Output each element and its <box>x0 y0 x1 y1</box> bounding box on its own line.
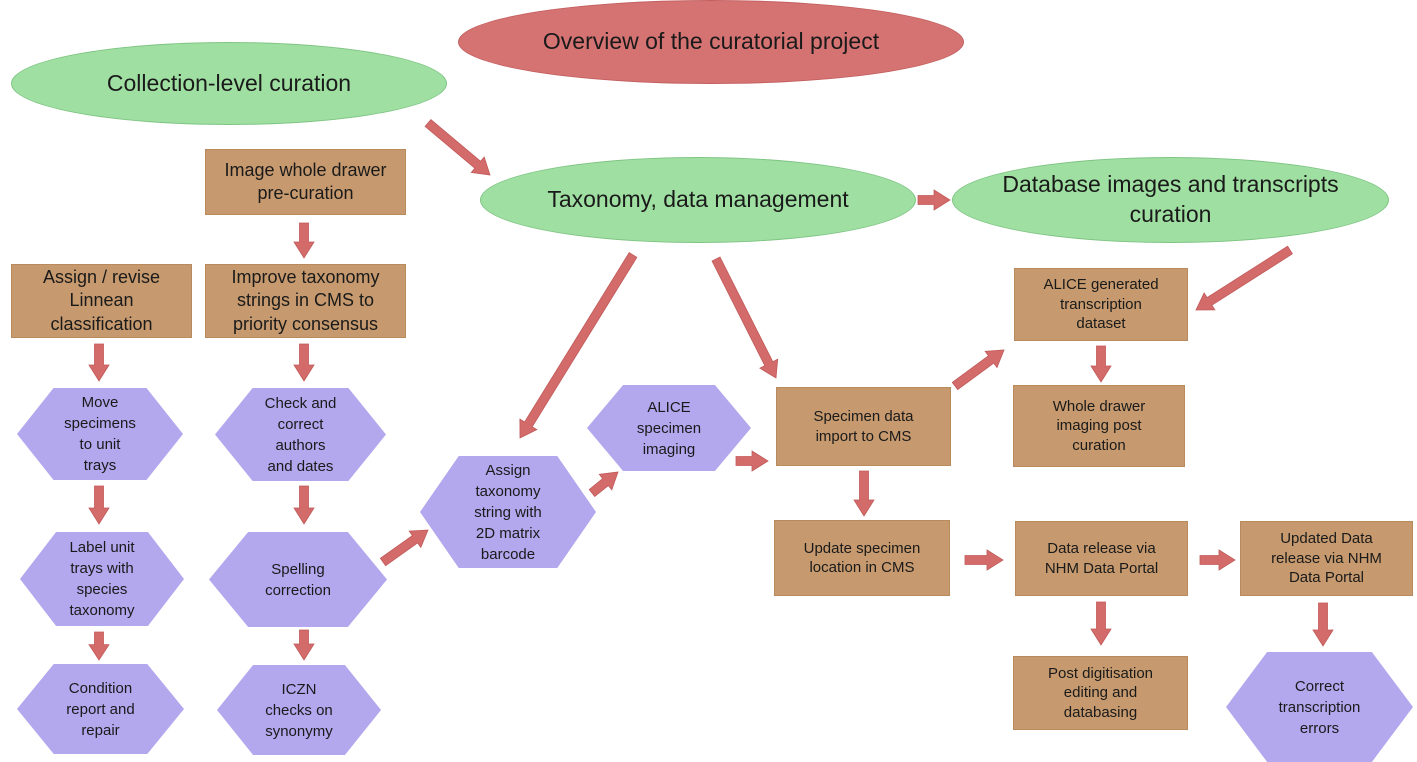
collection-level-curation-oval: Collection-level curation <box>11 42 447 125</box>
image-whole-drawer-box: Image whole drawer pre-curation <box>205 149 406 215</box>
arrow-linnean-to-move <box>88 343 110 382</box>
arrow-image-drawer-to-improve <box>293 222 315 259</box>
arrow-update-to-release <box>964 549 1004 571</box>
arrow-database-to-alice-dataset <box>1195 245 1293 311</box>
label-trays-hexagon: Label unit trays with species taxonomy <box>20 532 184 626</box>
condition-report-hexagon: Condition report and repair <box>17 664 184 754</box>
update-location-box: Update specimen location in CMS <box>774 520 950 596</box>
assign-linnean-box: Assign / revise Linnean classification <box>11 264 192 338</box>
move-specimens-hexagon: Move specimens to unit trays <box>17 388 183 480</box>
check-authors-hexagon: Check and correct authors and dates <box>215 388 386 481</box>
title-oval: Overview of the curatorial project <box>458 0 964 84</box>
post-digitisation-box: Post digitisation editing and databasing <box>1013 656 1188 730</box>
arrow-release-to-post-digitisation <box>1090 601 1112 646</box>
updated-data-release-box: Updated Data release via NHM Data Portal <box>1240 521 1413 596</box>
arrow-check-to-spelling <box>293 485 315 525</box>
arrow-label-to-condition <box>88 631 110 661</box>
specimen-import-box: Specimen data import to CMS <box>776 387 951 466</box>
spelling-correction-hexagon: Spelling correction <box>209 532 387 627</box>
alice-dataset-box: ALICE generated transcription dataset <box>1014 268 1188 341</box>
improve-taxonomy-box: Improve taxonomy strings in CMS to prior… <box>205 264 406 338</box>
arrow-improve-to-check <box>293 343 315 382</box>
arrow-import-to-update-location <box>853 470 875 517</box>
correct-errors-hexagon: Correct transcription errors <box>1226 652 1413 762</box>
whole-drawer-post-box: Whole drawer imaging post curation <box>1013 385 1185 467</box>
taxonomy-data-management-oval: Taxonomy, data management <box>480 157 916 243</box>
arrow-import-to-alice-dataset <box>951 349 1005 391</box>
assign-barcode-hexagon: Assign taxonomy string with 2D matrix ba… <box>420 456 596 568</box>
arrow-spelling-to-barcode <box>379 529 429 567</box>
arrow-taxonomy-to-barcode <box>519 252 638 439</box>
alice-imaging-hexagon: ALICE specimen imaging <box>587 385 751 471</box>
arrow-barcode-to-alice-imaging <box>588 471 619 498</box>
iczn-checks-hexagon: ICZN checks on synonymy <box>217 665 381 755</box>
arrow-release-to-updated <box>1199 549 1236 571</box>
arrow-spelling-to-iczn <box>293 629 315 661</box>
arrow-collection-to-taxonomy <box>424 119 491 176</box>
arrow-taxonomy-to-import <box>711 256 779 379</box>
arrow-updated-to-correct <box>1312 602 1334 647</box>
data-release-box: Data release via NHM Data Portal <box>1015 521 1188 596</box>
arrow-alice-imaging-to-import <box>735 450 769 472</box>
database-images-transcripts-oval: Database images and transcripts curation <box>952 157 1389 243</box>
arrow-move-to-label <box>88 485 110 525</box>
arrow-alice-dataset-to-whole-drawer <box>1090 345 1112 383</box>
arrow-taxonomy-to-database <box>917 189 951 211</box>
